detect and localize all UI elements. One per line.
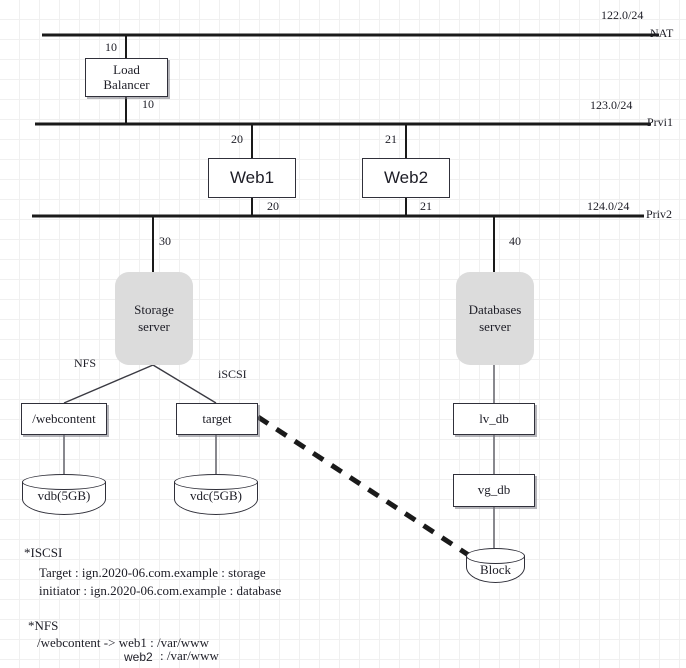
databases-server-label-line1: Databases xyxy=(468,302,522,318)
node-vg-db[interactable]: vg_db xyxy=(453,474,535,507)
note-nfs-export-web2-host: web2 xyxy=(124,650,153,664)
node-storage-server[interactable]: Storage server xyxy=(115,272,193,365)
subnet-label-prvi1: 123.0/24 xyxy=(590,98,633,112)
network-name-prvi1: Prvi1 xyxy=(647,115,674,129)
note-nfs-heading: *NFS xyxy=(28,618,59,633)
subnet-label-priv2: 124.0/24 xyxy=(587,199,630,213)
link-storage-iscsi xyxy=(152,364,217,404)
iface-label-web2-prvi1: 21 xyxy=(385,132,397,146)
note-iscsi-heading: *ISCSI xyxy=(24,545,63,560)
disk-block[interactable]: Block xyxy=(466,548,525,583)
storage-server-label-line1: Storage xyxy=(134,302,174,318)
load-balancer-label-line2: Balancer xyxy=(103,76,150,92)
link-iscsi-export xyxy=(256,414,472,559)
iface-label-lb-nat: 10 xyxy=(105,40,117,54)
note-nfs-export-web2-path: : /var/www xyxy=(160,648,219,663)
network-name-priv2: Priv2 xyxy=(646,207,673,221)
disk-vdb-top xyxy=(22,474,106,490)
note-iscsi-target: Target : ign.2020-06.com.example : stora… xyxy=(39,565,266,580)
node-load-balancer[interactable]: Load Balancer xyxy=(85,58,168,97)
iface-label-database-priv2: 40 xyxy=(509,234,521,248)
load-balancer-label-line1: Load xyxy=(113,61,140,77)
subnet-label-nat: 122.0/24 xyxy=(601,8,644,22)
iface-label-web1-priv2: 20 xyxy=(267,199,279,213)
iface-label-web1-prvi1: 20 xyxy=(231,132,243,146)
protocol-label-iscsi: iSCSI xyxy=(218,367,247,381)
disk-block-top xyxy=(466,548,525,564)
databases-server-label-line2: server xyxy=(479,318,511,334)
iface-label-web2-priv2: 21 xyxy=(420,199,432,213)
iface-label-storage-priv2: 30 xyxy=(159,234,171,248)
network-name-nat: NAT xyxy=(650,26,674,40)
note-nfs-export-web1: /webcontent -> web1 : /var/www xyxy=(37,635,209,650)
disk-vdc-top xyxy=(174,474,258,490)
node-iscsi-target[interactable]: target xyxy=(176,403,258,435)
node-web1[interactable]: Web1 xyxy=(208,158,296,198)
disk-vdb[interactable]: vdb(5GB) xyxy=(22,474,106,515)
protocol-label-nfs: NFS xyxy=(74,356,97,370)
link-storage-nfs xyxy=(63,364,154,404)
node-web2[interactable]: Web2 xyxy=(362,158,450,198)
disk-block-label: Block xyxy=(479,562,512,577)
node-databases-server[interactable]: Databases server xyxy=(456,272,534,365)
disk-vdc-label: vdc(5GB) xyxy=(190,488,242,503)
storage-server-label-line2: server xyxy=(138,318,170,334)
node-webcontent-export[interactable]: /webcontent xyxy=(21,403,107,435)
disk-vdc[interactable]: vdc(5GB) xyxy=(174,474,258,515)
disk-vdb-label: vdb(5GB) xyxy=(37,488,91,503)
iface-label-lb-prvi1: 10 xyxy=(142,97,154,111)
note-iscsi-initiator: initiator : ign.2020-06.com.example : da… xyxy=(39,583,282,598)
node-lv-db[interactable]: lv_db xyxy=(453,403,535,435)
